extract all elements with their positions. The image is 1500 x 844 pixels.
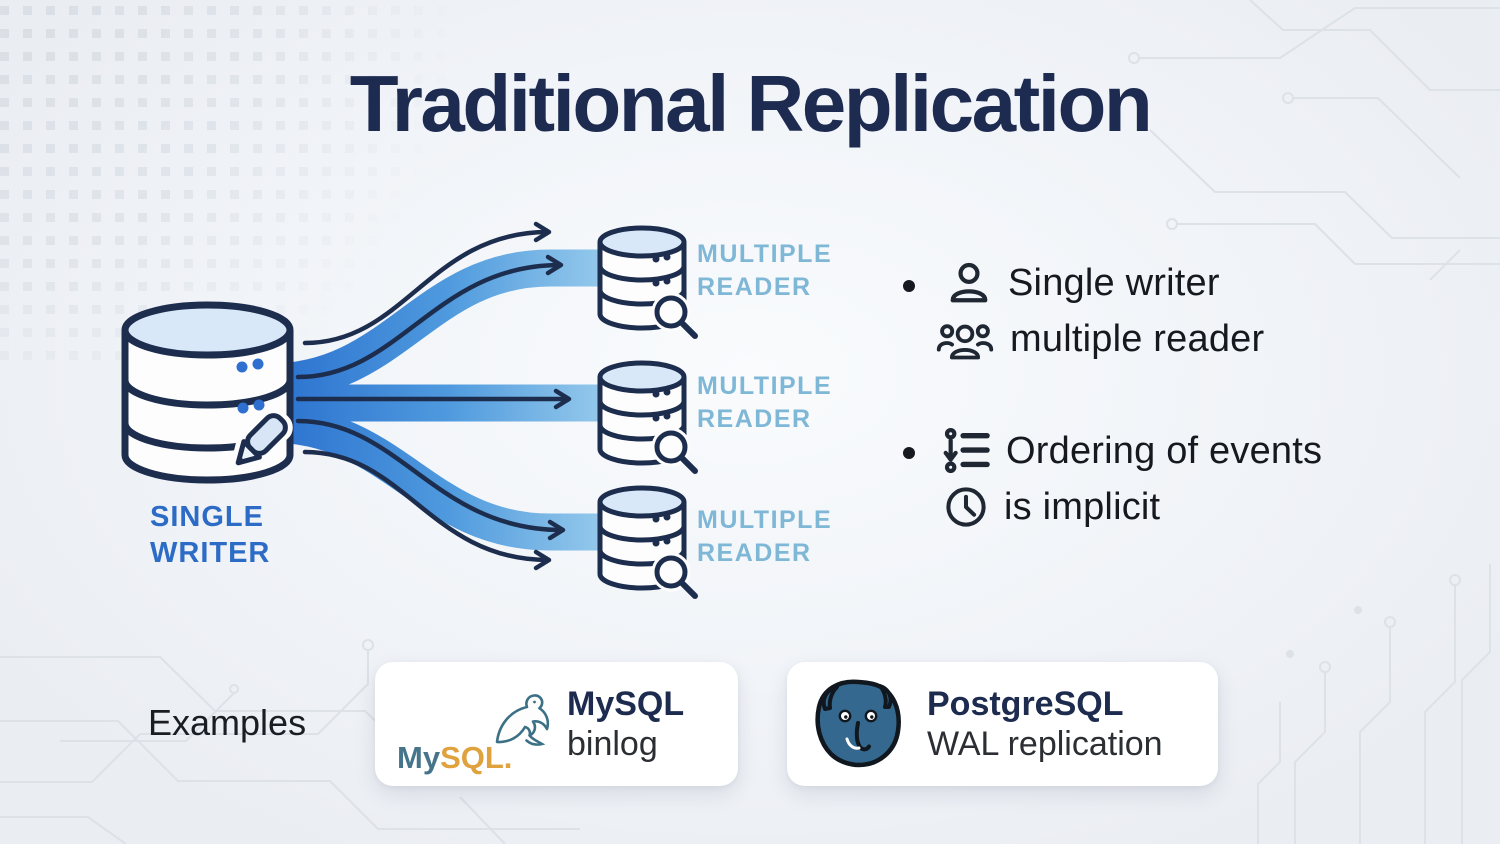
bullet-text: multiple reader <box>1010 318 1265 360</box>
postgresql-example-card: PostgreSQL WAL replication <box>787 662 1218 786</box>
source-database-icon <box>121 301 294 484</box>
bullet-text: Ordering of events <box>1006 429 1323 472</box>
replication-flow-diagram <box>121 221 900 620</box>
postgresql-card-title: PostgreSQL <box>927 685 1124 723</box>
single-writer-label: SINGLE WRITER <box>150 501 271 569</box>
bullet-line: Single writer <box>946 260 1220 306</box>
mysql-logo: MySQL. <box>389 674 561 776</box>
multiple-reader-label-2: MULTIPLE READER <box>697 372 833 433</box>
mysql-dolphin-icon <box>495 694 550 746</box>
examples-label: Examples <box>148 702 307 743</box>
ordered-list-icon <box>943 428 990 474</box>
mysql-card-detail: binlog <box>567 725 658 763</box>
postgresql-logo <box>815 679 901 768</box>
mysql-card-title: MySQL <box>567 685 685 723</box>
group-icon <box>936 323 994 359</box>
clock-icon <box>946 487 986 527</box>
bullet-line: is implicit <box>944 485 1160 529</box>
writer-pencil-icon <box>228 408 293 473</box>
reader-database-icon-2 <box>600 363 695 471</box>
bullet-dot <box>903 447 915 459</box>
postgresql-card-detail: WAL replication <box>927 725 1163 763</box>
mysql-example-card: MySQL. MySQL binlog <box>375 662 738 786</box>
mysql-wordmark-my: My <box>397 740 441 775</box>
mysql-wordmark-sql: SQL. <box>440 740 513 775</box>
bullet-line: Ordering of events <box>942 428 1322 474</box>
bullet-dot <box>903 280 915 292</box>
page-title: Traditional Replication <box>349 59 1153 148</box>
circuit-trace-bottom-right <box>1257 564 1491 844</box>
replication-arrows <box>295 221 572 571</box>
bullet-text: Single writer <box>1008 261 1220 304</box>
multiple-reader-label-3: MULTIPLE READER <box>697 506 833 567</box>
person-icon <box>950 262 988 303</box>
mysql-wordmark: MySQL. <box>397 740 512 776</box>
reader-database-icon-3 <box>600 488 695 596</box>
bullet-line: multiple reader <box>936 318 1264 361</box>
multiple-reader-label-1: MULTIPLE READER <box>697 240 833 301</box>
bullet-text: is implicit <box>1004 485 1161 528</box>
reader-database-icon-1 <box>600 228 695 336</box>
